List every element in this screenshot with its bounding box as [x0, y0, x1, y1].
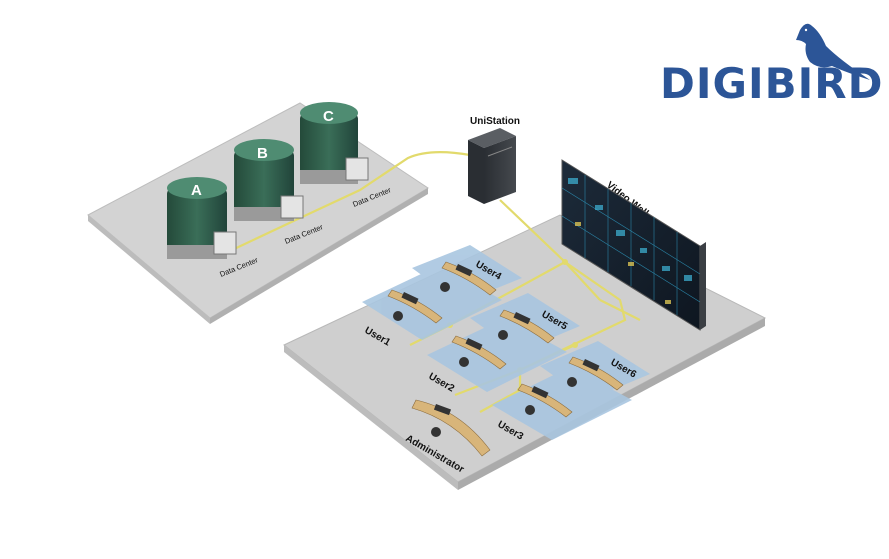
data-center-b: B Data Center: [234, 139, 325, 246]
data-center-letter: C: [323, 108, 334, 125]
bird-icon: [796, 23, 870, 80]
unistation-server: UniStation: [468, 116, 520, 204]
user-desks: [387, 261, 624, 457]
data-center-c: C Data Center: [300, 102, 393, 209]
data-center-letter: A: [191, 182, 202, 199]
user-chairs-monitors: [393, 264, 600, 437]
cable-datacenters-unistation: [231, 151, 471, 251]
unistation-label: UniStation: [470, 116, 520, 127]
digibird-logo: DIGIBIRD: [660, 23, 882, 108]
data-center-a: A Data Center: [167, 177, 260, 279]
data-center-letter: B: [257, 145, 268, 162]
